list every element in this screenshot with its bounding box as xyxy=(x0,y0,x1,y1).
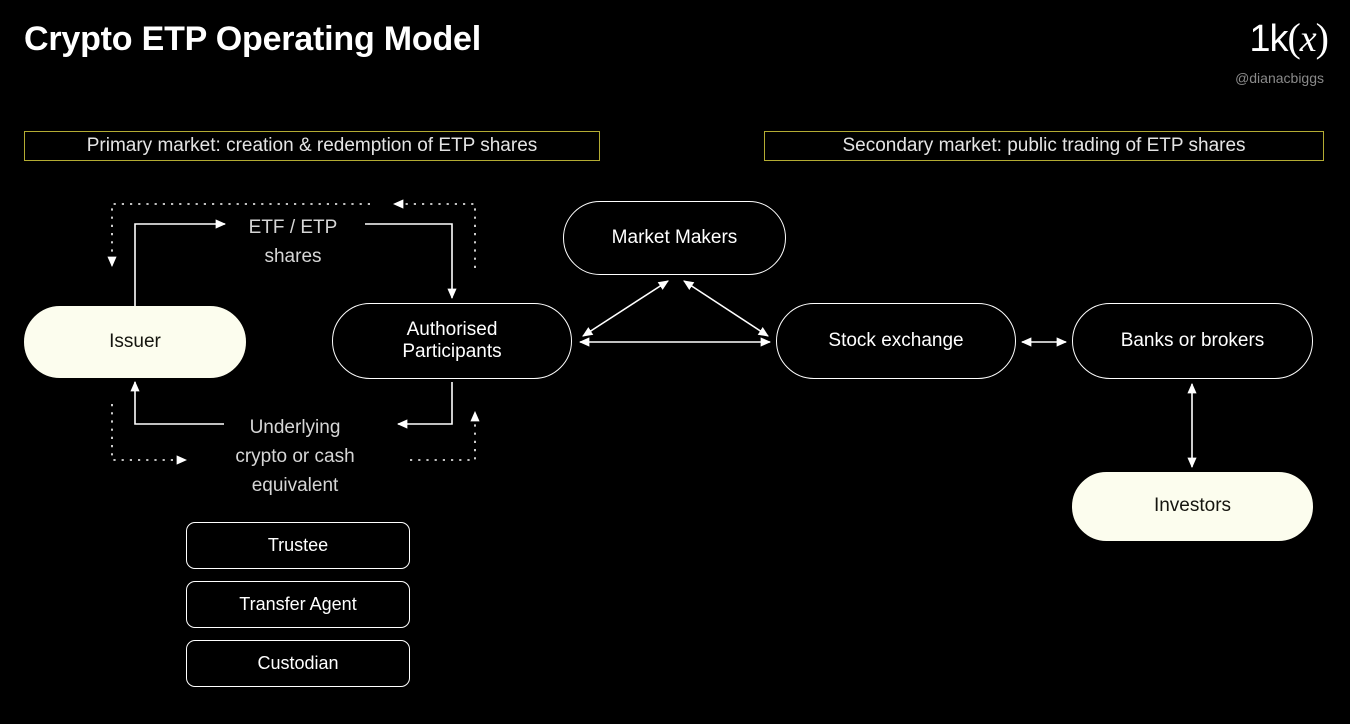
node-trustee[interactable]: Trustee xyxy=(186,522,410,569)
connector-underlying-to-issuer xyxy=(130,380,224,425)
node-stock-exchange[interactable]: Stock exchange xyxy=(776,303,1016,379)
brand-logo-close-paren: ) xyxy=(1315,15,1329,60)
connector-issuer-to-etf-shares xyxy=(134,219,227,306)
brand-logo-prefix: 1k xyxy=(1249,18,1288,60)
connector-market-makers-to-stock-exchange xyxy=(683,280,769,337)
node-authorised-participants[interactable]: Authorised Participants xyxy=(332,303,572,379)
connector-ap-to-underlying xyxy=(396,382,453,429)
connector-ap-to-market-makers xyxy=(582,280,669,337)
connector-issuer-to-underlying-dotted xyxy=(111,404,188,465)
primary-market-banner: Primary market: creation & redemption of… xyxy=(24,131,600,161)
brand-handle: @dianacbiggs xyxy=(1235,70,1324,86)
connector-underlying-to-ap-dotted xyxy=(410,410,480,461)
flow-label-underlying-crypto: Underlying crypto or cash equivalent xyxy=(235,417,355,496)
connector-etf-shares-to-ap xyxy=(365,223,457,300)
brand-logo: 1k(x) xyxy=(1249,14,1329,61)
brand-logo-open-paren: ( xyxy=(1287,15,1300,60)
flow-label-etf-shares: ETF / ETP shares xyxy=(248,217,338,267)
node-banks-or-brokers[interactable]: Banks or brokers xyxy=(1072,303,1313,379)
node-investors[interactable]: Investors xyxy=(1072,472,1313,541)
node-market-makers[interactable]: Market Makers xyxy=(563,201,786,275)
brand-logo-x: x xyxy=(1299,18,1317,60)
node-issuer[interactable]: Issuer xyxy=(24,306,246,378)
secondary-market-banner: Secondary market: public trading of ETP … xyxy=(764,131,1324,161)
node-transfer-agent[interactable]: Transfer Agent xyxy=(186,581,410,628)
page-title: Crypto ETP Operating Model xyxy=(24,20,481,58)
node-custodian[interactable]: Custodian xyxy=(186,640,410,687)
connector-ap-return-dotted xyxy=(392,199,476,268)
